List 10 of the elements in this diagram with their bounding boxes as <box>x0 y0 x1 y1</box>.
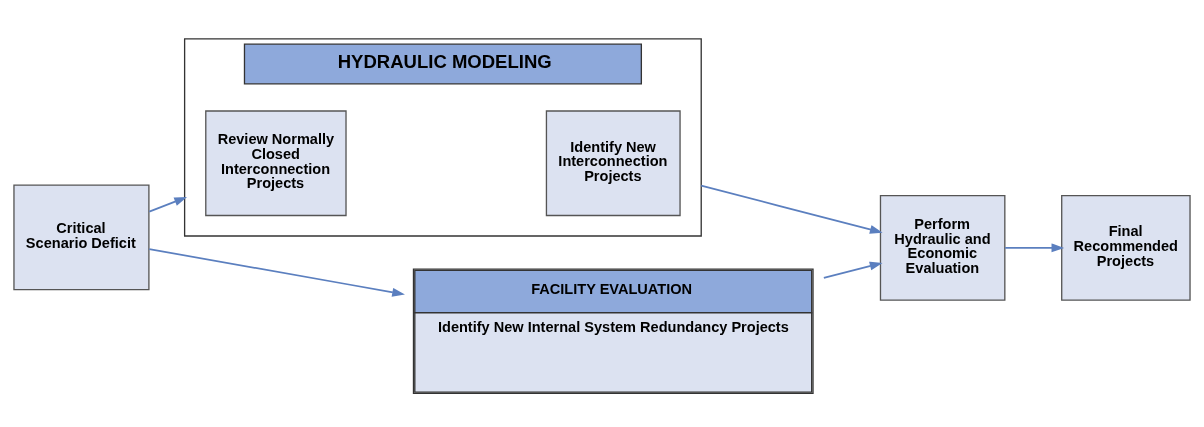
arrow <box>1004 243 1065 253</box>
node-box: Final Recommended Projects <box>1061 195 1191 301</box>
node-box: Perform Hydraulic and Economic Evaluation <box>879 195 1006 301</box>
arrow <box>822 261 883 279</box>
arrow <box>148 197 188 213</box>
node-box: Review Normally Closed Interconnection Projects <box>205 110 347 217</box>
arrow <box>700 184 883 234</box>
arrow <box>148 248 405 297</box>
node-box: Identify New Interconnection Projects <box>545 110 681 217</box>
node-box: Critical Scenario Deficit <box>13 184 150 291</box>
